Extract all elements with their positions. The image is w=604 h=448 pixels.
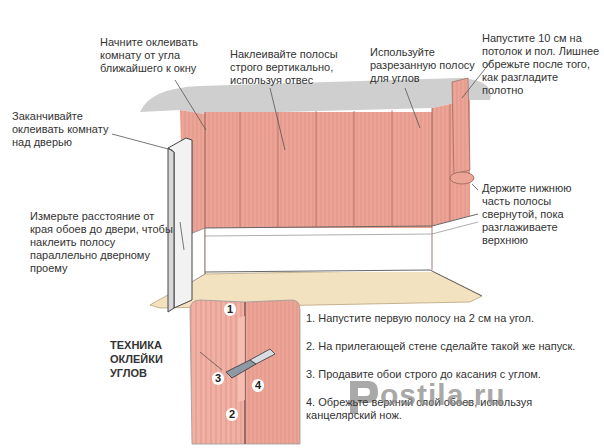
callout-number: 2 <box>226 408 238 421</box>
callout-text: Напустите 10 см на потолок и пол. Лишнее… <box>482 32 600 97</box>
step-note: 1. Напустите первую полосу на 2 см на уг… <box>306 312 598 325</box>
back-wall <box>205 112 432 228</box>
callout-number: 4 <box>252 379 264 392</box>
callout-text: Наклеивайте полосы строго вертикально, и… <box>230 48 350 87</box>
callout-text: Измерьте расстояние от края обоев до две… <box>30 210 180 275</box>
callout-text: Заканчивайте оклеивать комнату над дверь… <box>12 110 120 149</box>
callout-text: Начните оклеивать комнату от угла ближай… <box>100 36 235 75</box>
step-note: 2. На прилегающей стене сделайте такой ж… <box>306 340 598 353</box>
watermark: ostila.ru <box>380 378 506 412</box>
callout-text: Держите нижнюю часть полосы свернутой, п… <box>482 182 600 247</box>
callout-text: Используйте разрезанную полосу для углов <box>370 46 478 85</box>
callout-number: 3 <box>212 372 224 385</box>
corner-inset <box>190 300 300 444</box>
wallpaper-seams <box>240 104 450 228</box>
inset-title: ТЕХНИКА ОКЛЕЙКИ УГЛОВ <box>110 338 200 380</box>
callout-number: 1 <box>224 303 236 316</box>
